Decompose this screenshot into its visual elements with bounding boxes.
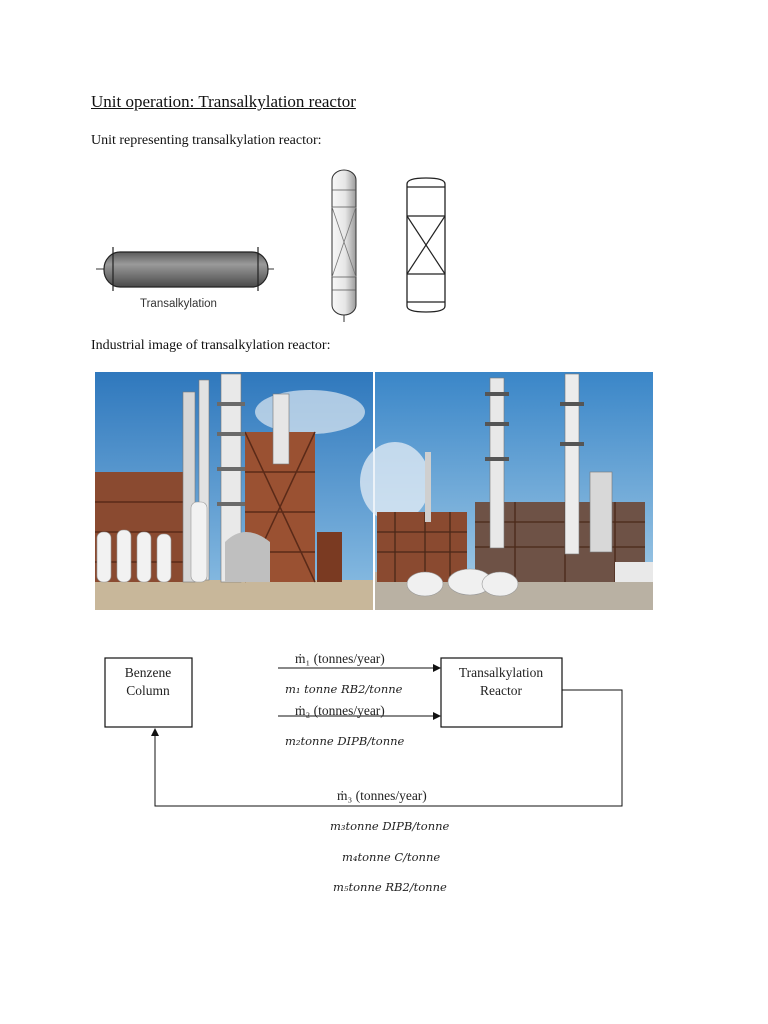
flow-diagram: Benzene Column Transalkylation Reactor ṁ… (104, 651, 623, 894)
stream-3-composition-rb2: m₅tonne RB2/tonne (333, 880, 447, 894)
reactor-label-2: Reactor (480, 683, 522, 698)
packed-reactor-icon (406, 177, 446, 313)
symbol-label: Transalkylation (140, 298, 217, 310)
benzene-column-box: Benzene Column (104, 657, 193, 728)
refinery-photo-right (360, 372, 653, 610)
stream-1-composition: m₁ tonne RB2/tonne (285, 682, 403, 696)
stream-2: ṁ₂ (tonnes/year) m₂tonne DIPB/tonne (278, 703, 441, 748)
stream-3-label: ṁ₃ (tonnes/year) (337, 788, 427, 803)
page-heading: Unit operation: Transalkylation reactor (91, 92, 356, 111)
refinery-photo-left (95, 372, 373, 610)
stream-2-label: ṁ₂ (tonnes/year) (295, 703, 385, 718)
stream-3-composition-dipb: m₃tonne DIPB/tonne (330, 819, 450, 833)
reactor-label-1: Transalkylation (459, 665, 543, 680)
stream-1-label: ṁ₁ (tonnes/year) (295, 651, 385, 666)
photo-caption: Industrial image of transalkylation reac… (91, 338, 331, 353)
benzene-column-label-2: Column (126, 683, 170, 698)
stream-3: ṁ₃ (tonnes/year) m₃tonne DIPB/tonne m₄to… (151, 689, 623, 894)
horizontal-reactor-icon: Transalkylation (96, 247, 274, 310)
vertical-column-icon (331, 169, 357, 322)
reactor-symbols: Transalkylation (96, 169, 446, 322)
stream-1: ṁ₁ (tonnes/year) m₁ tonne RB2/tonne (278, 651, 441, 696)
transalkylation-reactor-box: Transalkylation Reactor (440, 657, 563, 728)
benzene-column-label-1: Benzene (125, 665, 171, 680)
stream-2-composition: m₂tonne DIPB/tonne (285, 734, 405, 748)
stream-3-composition-c: m₄tonne C/tonne (342, 850, 440, 864)
industrial-photos (95, 372, 653, 610)
symbol-caption: Unit representing transalkylation reacto… (91, 133, 322, 148)
